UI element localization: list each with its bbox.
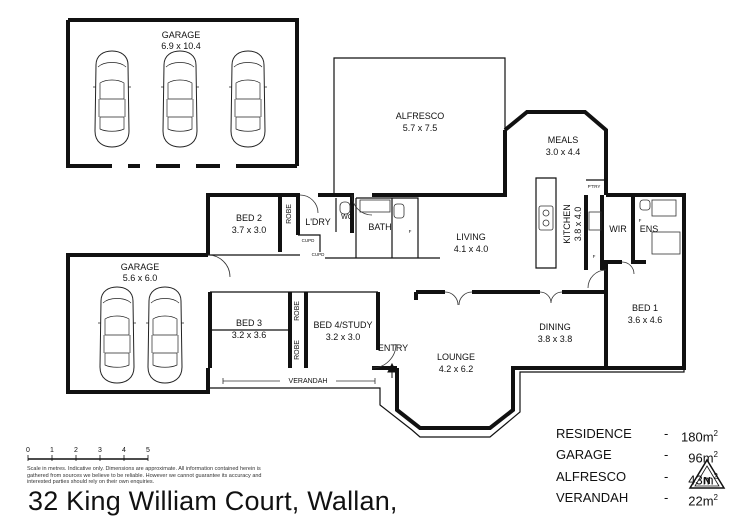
kitchen-fixture-label: F bbox=[593, 254, 596, 259]
bed3-size: 3.2 x 3.6 bbox=[232, 330, 267, 340]
bed2-size: 3.7 x 3.0 bbox=[232, 225, 267, 235]
car-icon bbox=[160, 50, 200, 148]
scale-tick: 3 bbox=[98, 447, 102, 454]
area-unit-sup: 2 bbox=[713, 450, 718, 460]
scale-tick: 0 bbox=[26, 447, 30, 454]
wc-label: WC bbox=[341, 214, 353, 221]
garage-left: GARAGE 5.6 x 6.0 bbox=[66, 253, 210, 394]
verandah: VERANDAH bbox=[210, 368, 685, 438]
lounge-size: 4.2 x 6.2 bbox=[439, 364, 474, 374]
kitchen-size: 3.8 x 4.0 bbox=[573, 207, 583, 242]
area-label: RESIDENCE bbox=[556, 426, 632, 441]
ens-label: ENS bbox=[640, 224, 659, 234]
north-arrow-icon: N bbox=[688, 458, 726, 489]
area-unit-sup: 2 bbox=[713, 429, 718, 438]
scale-tick: 1 bbox=[50, 447, 54, 454]
area-value: 43m bbox=[688, 471, 714, 487]
bed2-name: BED 2 bbox=[236, 213, 262, 223]
pantry-label: P'TRY bbox=[588, 184, 601, 189]
garage-top: GARAGE 6.9 x 10.4 bbox=[66, 18, 299, 168]
ldry-label: L'DRY bbox=[305, 217, 331, 227]
house-walls bbox=[206, 110, 686, 430]
area-unit-sup: 2 bbox=[713, 492, 718, 502]
ens-fixture-label: F bbox=[639, 218, 642, 223]
alfresco-name: ALFRESCO bbox=[396, 111, 445, 121]
garage-left-size: 5.6 x 6.0 bbox=[123, 273, 158, 283]
area-label: GARAGE bbox=[556, 447, 612, 463]
garage-top-name: GARAGE bbox=[162, 30, 201, 40]
bed3-name: BED 3 bbox=[236, 318, 262, 328]
lounge-name: LOUNGE bbox=[437, 352, 475, 362]
bed1-size: 3.6 x 4.6 bbox=[628, 315, 663, 325]
area-row: ALFRESCO - 43m2 bbox=[556, 468, 718, 487]
area-row: GARAGE - 96m2 bbox=[556, 447, 718, 466]
area-value: 180m bbox=[681, 429, 714, 445]
garage-top-size: 6.9 x 10.4 bbox=[161, 41, 201, 51]
car-icon bbox=[228, 50, 268, 148]
room-labels: MEALS 3.0 x 4.4 BED 2 3.7 x 3.0 ROBE L'D… bbox=[232, 135, 663, 374]
garage-left-name: GARAGE bbox=[121, 262, 160, 272]
scale-tick: 2 bbox=[74, 447, 78, 454]
alfresco-size: 5.7 x 7.5 bbox=[403, 123, 438, 133]
bed1-name: BED 1 bbox=[632, 303, 658, 313]
scale-tick: 5 bbox=[146, 447, 150, 454]
car-icon bbox=[97, 286, 137, 384]
area-label: ALFRESCO bbox=[556, 468, 627, 484]
fixtures bbox=[339, 199, 681, 255]
car-icon bbox=[92, 50, 132, 148]
area-value: 96m bbox=[688, 450, 714, 466]
living-name: LIVING bbox=[456, 232, 486, 242]
property-address: 32 King William Court, Wallan, bbox=[28, 486, 398, 516]
cupboard-label: CUPD bbox=[312, 252, 326, 257]
area-summary: RESIDENCE - 180m2 GARAGE - 96m2 ALFRESCO… bbox=[556, 425, 718, 510]
bed4-size: 3.2 x 3.0 bbox=[326, 332, 361, 342]
door-swings bbox=[207, 194, 635, 369]
living-size: 4.1 x 4.0 bbox=[454, 244, 489, 254]
disclaimer: Scale in metres. Indicative only. Dimens… bbox=[27, 466, 262, 486]
area-row: VERANDAH - 22m2 bbox=[556, 489, 718, 509]
verandah-label: VERANDAH bbox=[289, 378, 328, 385]
robe-label: ROBE bbox=[294, 301, 301, 321]
north-label: N bbox=[703, 476, 710, 487]
dining-size: 3.8 x 3.8 bbox=[538, 334, 573, 344]
entry-label: ENTRY bbox=[378, 343, 408, 353]
meals-size: 3.0 x 4.4 bbox=[546, 147, 581, 157]
scale-tick: 4 bbox=[122, 447, 126, 454]
bath-label: BATH bbox=[368, 222, 391, 232]
robe-bed2-label: ROBE bbox=[286, 204, 293, 224]
wir-label: WIR bbox=[609, 224, 627, 234]
entry-arrow-icon bbox=[387, 362, 397, 378]
robe-label: ROBE bbox=[294, 340, 301, 360]
cupboard-label: CUPD bbox=[302, 238, 316, 243]
area-row: RESIDENCE - 180m2 bbox=[556, 426, 718, 445]
area-unit-sup: 2 bbox=[713, 471, 718, 481]
area-value: 22m bbox=[688, 493, 714, 509]
bed4-name: BED 4/STUDY bbox=[313, 320, 372, 330]
area-label: VERANDAH bbox=[556, 489, 629, 505]
dining-name: DINING bbox=[539, 322, 571, 332]
scale-bar: 0 1 2 3 4 5 bbox=[26, 447, 150, 461]
alfresco: ALFRESCO 5.7 x 7.5 bbox=[333, 57, 506, 193]
bath-fixture-label: F bbox=[409, 229, 412, 234]
kitchen-name: KITCHEN bbox=[562, 204, 572, 244]
meals-name: MEALS bbox=[548, 135, 579, 145]
car-icon bbox=[145, 286, 185, 384]
